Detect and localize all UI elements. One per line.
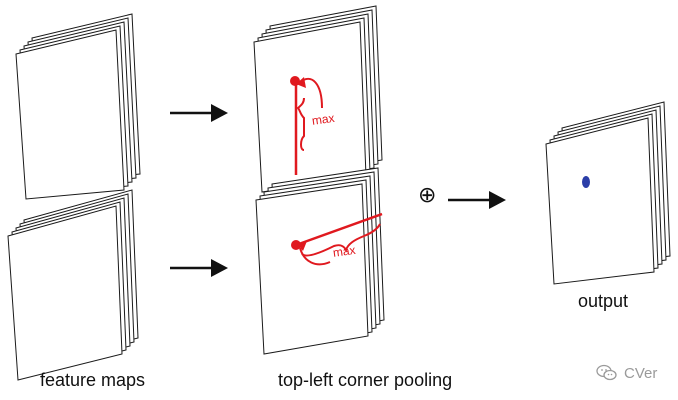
arrow-bottom xyxy=(170,259,228,277)
pooling-stack-bottom xyxy=(255,167,385,355)
pooling-arrowhead-bottom xyxy=(297,241,307,251)
output-label: output xyxy=(578,291,629,311)
pooling-arrowhead-top xyxy=(296,77,306,88)
pooling-label: top-left corner pooling xyxy=(278,370,453,390)
feature-maps-label: feature maps xyxy=(40,370,146,390)
horizontal-max-pooling-marks xyxy=(295,212,383,266)
arrow-top xyxy=(170,104,228,122)
watermark-text: CVer xyxy=(624,364,658,382)
pooling-point-bottom xyxy=(291,240,301,250)
feature-map-stack-top xyxy=(15,13,141,200)
arrow-output xyxy=(448,191,506,209)
feature-map-stack-bottom xyxy=(7,189,139,381)
sum-operator: ⊕ xyxy=(418,183,437,208)
wechat-icon xyxy=(596,364,617,381)
watermark: CVer xyxy=(596,364,657,382)
pooling-stack-top xyxy=(253,5,383,193)
output-stack xyxy=(545,101,671,285)
output-point xyxy=(582,176,590,188)
